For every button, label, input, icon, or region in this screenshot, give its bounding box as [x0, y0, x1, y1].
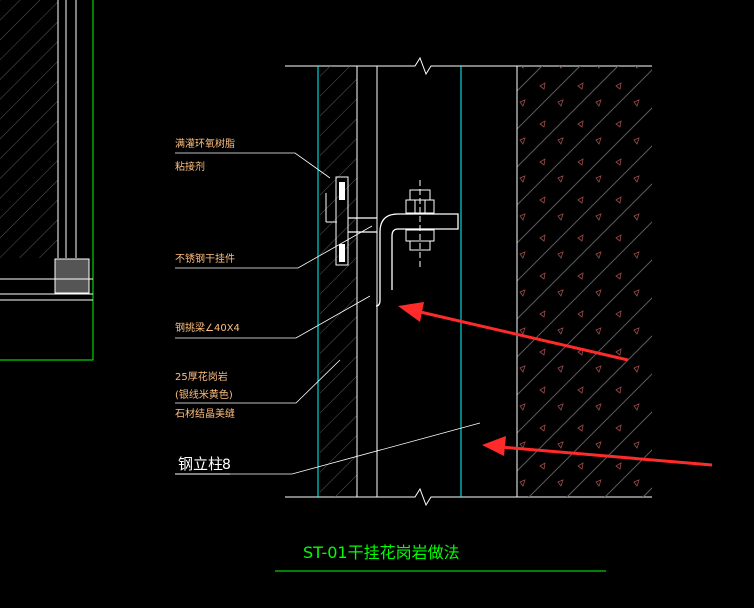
label-epoxy-2: 粘接剂 [175, 160, 205, 173]
granite-panel [320, 66, 357, 497]
break-line-top [285, 56, 652, 76]
left-detail [0, 0, 94, 361]
label-granite-3: 石材结晶美缝 [175, 407, 235, 420]
label-steel-angle: 钢挑梁∠40X4 [175, 321, 240, 334]
steel-angle [375, 213, 459, 307]
label-granite-2: (银线米黄色) [175, 388, 233, 401]
label-granite-1: 25厚花岗岩 [175, 370, 228, 383]
label-epoxy-1: 满灌环氧树脂 [175, 137, 235, 150]
red-arrow-icon [398, 302, 629, 362]
bolt [405, 180, 435, 268]
label-column-suffix: 8 [222, 457, 231, 473]
label-stainless-pendant: 不锈钢干挂件 [175, 252, 235, 265]
drawing-title: ST-01干挂花岗岩做法 [303, 543, 460, 562]
label-steel-column: 钢立柱 [178, 455, 223, 473]
rubber-block [54, 258, 90, 294]
stainless-pendant [325, 176, 377, 266]
concrete-wall [517, 66, 652, 497]
main-section: 满灌环氧树脂 粘接剂 不锈钢干挂件 钢挑梁∠40X4 25厚花岗岩 (银线米黄色… [175, 56, 713, 572]
break-line-bottom [285, 487, 652, 507]
red-arrow-icon [482, 436, 713, 467]
